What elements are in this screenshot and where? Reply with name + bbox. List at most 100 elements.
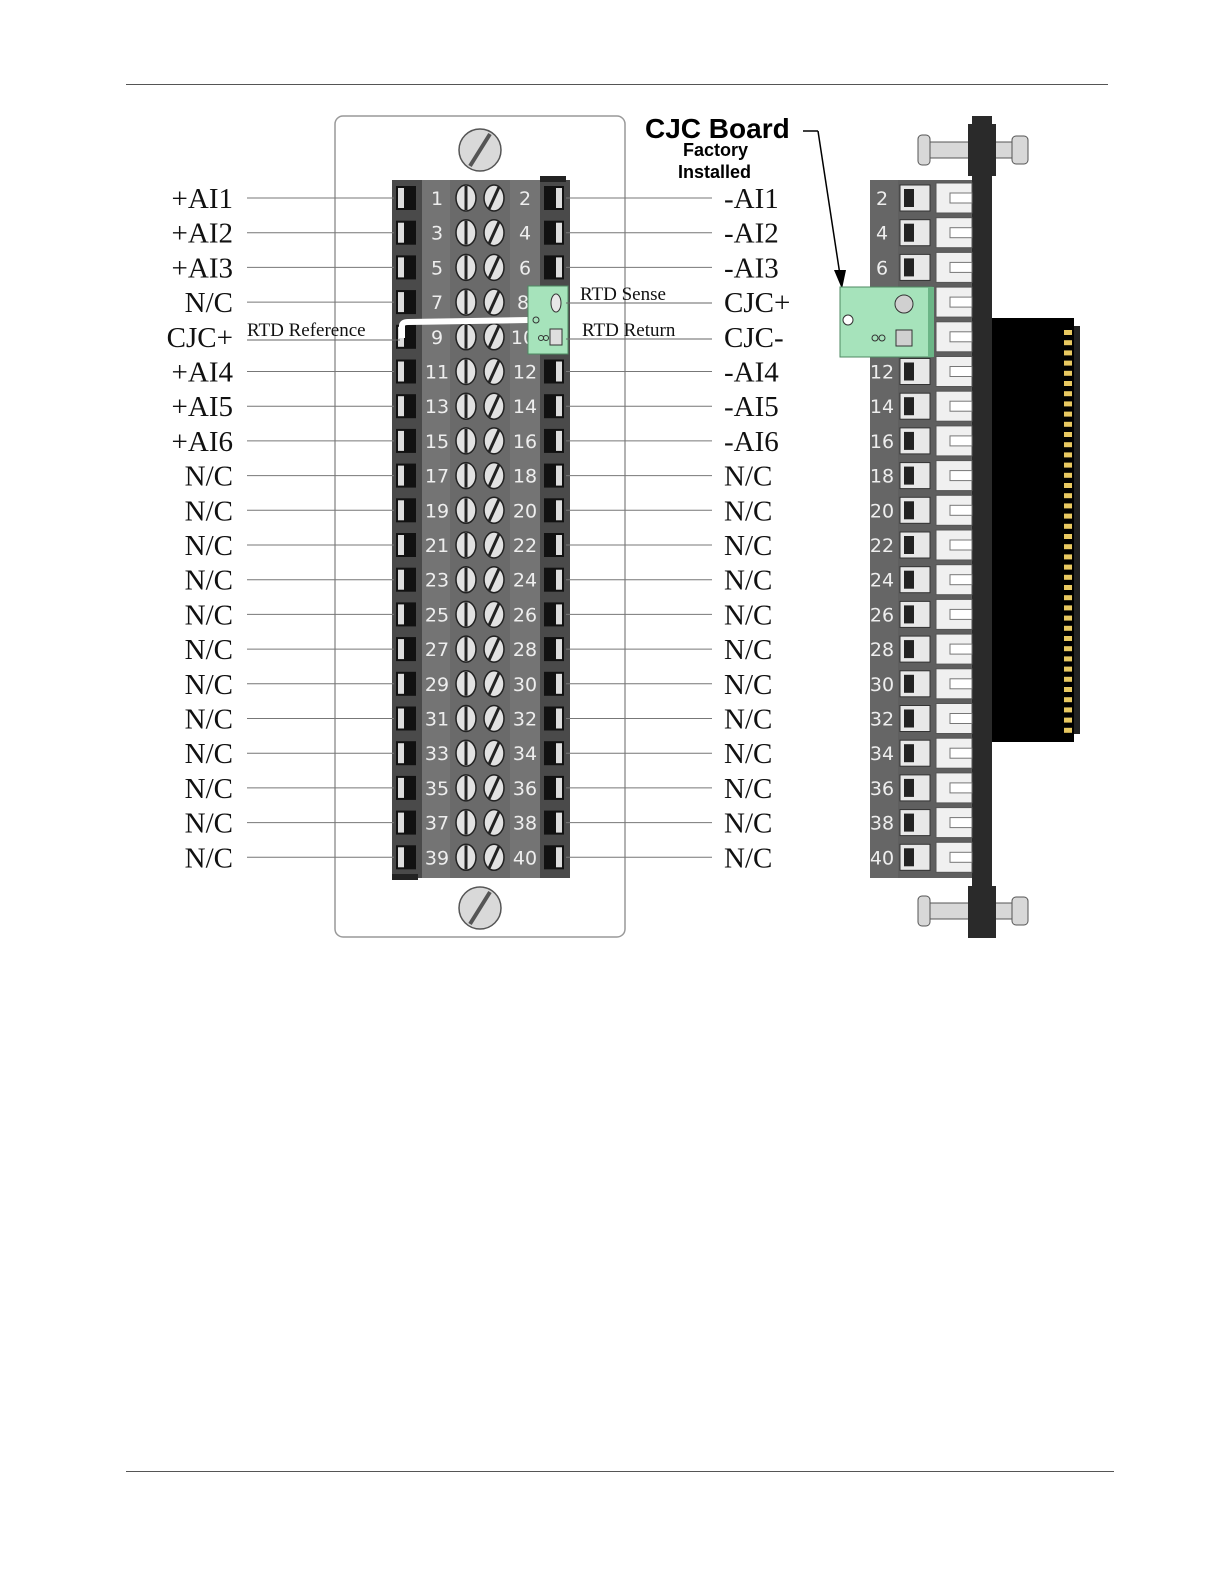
side-clamp-slot [949, 470, 973, 482]
side-wire-entry-hole [904, 744, 914, 763]
side-wire-entry-hole [904, 813, 914, 832]
side-clamp-slot [949, 678, 973, 690]
side-terminal-row: 24 [870, 564, 973, 596]
right-signal-label: N/C [724, 704, 772, 736]
side-terminal-number: 34 [870, 743, 894, 765]
left-signal-label: +AI3 [172, 252, 233, 284]
terminal-number-even: 30 [513, 674, 537, 696]
side-clamp-slot [949, 608, 973, 620]
side-terminal-number: 16 [870, 431, 894, 453]
side-clamp-slot [949, 400, 973, 412]
screw-slot [487, 255, 501, 280]
terminal-number-odd: 7 [431, 292, 443, 314]
side-terminal-number: 28 [870, 639, 894, 661]
screw-slot [487, 359, 501, 384]
right-signal-label: CJC+ [724, 287, 790, 319]
terminal-number-even: 38 [513, 813, 537, 835]
right-signal-label: -AI6 [724, 426, 779, 458]
side-terminal-row: 6 [876, 251, 973, 283]
clamp-highlight [398, 812, 404, 833]
side-terminal-number: 6 [876, 257, 888, 279]
connector-pin [1064, 625, 1072, 631]
connector-pin [1064, 401, 1072, 407]
side-wire-entry-hole [904, 466, 914, 485]
connector-pin [1064, 391, 1072, 397]
connector-pin [1064, 564, 1072, 570]
side-terminal-row [935, 321, 973, 353]
connector-pin [1064, 360, 1072, 366]
screw-slot [487, 810, 501, 835]
screw-slot [487, 394, 501, 418]
terminal-number-odd: 21 [425, 535, 449, 557]
clamp-highlight [556, 430, 562, 451]
connector-pin [1064, 585, 1072, 590]
terminal-number-odd: 17 [425, 466, 449, 488]
cjc-board-side [839, 286, 934, 358]
right-signal-label: N/C [724, 530, 772, 562]
clamp-highlight [398, 569, 404, 590]
terminal-number-even: 2 [519, 188, 531, 210]
connector-pin [1064, 554, 1072, 560]
connector-pin [1064, 717, 1072, 723]
clamp-highlight [556, 535, 562, 555]
side-screw-top-icon [917, 124, 1029, 176]
connector-pin [1064, 666, 1072, 672]
side-clamp-slot [949, 817, 973, 829]
terminal-number-odd: 39 [425, 847, 449, 869]
connector-pin [1064, 676, 1072, 682]
side-clamp-slot [949, 782, 973, 794]
right-signal-label: -AI2 [724, 218, 779, 250]
side-terminal-number: 40 [870, 847, 894, 869]
connector-pin [1064, 340, 1072, 346]
side-terminal-row: 34 [870, 737, 973, 769]
clamp-highlight [398, 639, 404, 660]
side-wire-entry-hole [904, 258, 914, 277]
left-signal-label: N/C [185, 495, 233, 527]
terminal-number-even: 16 [513, 431, 537, 453]
side-clamp-slot [949, 366, 973, 377]
side-terminal-row: 30 [870, 668, 973, 700]
panel-screw-top-icon [458, 128, 502, 172]
clamp-highlight [398, 777, 404, 798]
clamp-highlight [398, 361, 404, 382]
screw-slot [487, 463, 501, 488]
cjc-board-front [527, 285, 569, 355]
left-signal-label: CJC+ [167, 322, 233, 354]
left-signal-label: N/C [185, 738, 233, 770]
terminal-number-odd: 3 [431, 223, 443, 245]
clamp-highlight [556, 743, 562, 764]
clamp-highlight [556, 777, 562, 798]
right-signal-label: N/C [724, 634, 772, 666]
clamp-highlight [398, 292, 404, 313]
right-signal-label: N/C [724, 565, 772, 597]
connector-pin [1064, 432, 1072, 437]
screw-slot [487, 533, 501, 557]
terminal-number-even: 6 [519, 257, 531, 279]
connector-pin [1064, 330, 1072, 335]
panel-screw-bottom-icon [458, 886, 502, 930]
side-wire-entry-hole [904, 570, 914, 589]
connector-pin [1064, 646, 1072, 652]
clamp-highlight [556, 396, 562, 417]
left-signal-label: N/C [185, 773, 233, 805]
connector-pin [1064, 615, 1072, 621]
connector-pin [1064, 595, 1072, 601]
side-wire-entry-hole [904, 674, 914, 693]
clamp-highlight [398, 188, 404, 208]
screw-slot [487, 602, 501, 627]
connector-pin [1064, 544, 1072, 550]
side-wire-entry-hole [904, 362, 914, 381]
connector-pin [1064, 350, 1072, 356]
side-terminal-number: 2 [876, 188, 888, 210]
screw-slot [487, 845, 501, 869]
screw-slot [487, 706, 501, 731]
clamp-highlight [398, 847, 404, 868]
